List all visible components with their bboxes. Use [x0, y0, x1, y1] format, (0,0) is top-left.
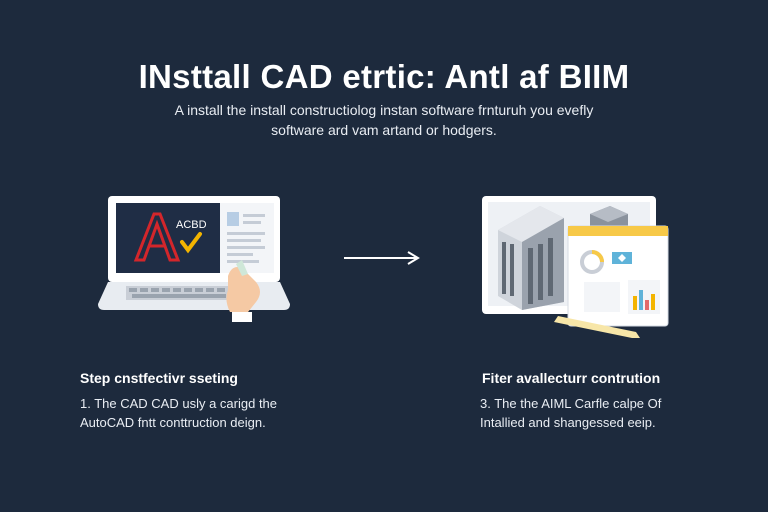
laptop-cad-illustration: ACBD — [98, 196, 290, 322]
cad-logo-icon — [133, 212, 181, 262]
checkmark-icon — [180, 232, 202, 254]
subtitle-line-2: software ard vam artand or hodgers. — [271, 122, 497, 138]
step-left-title: Step cnstfectivr sseting — [80, 370, 238, 386]
step-left-line-2: AutoCAD fntt conttruction deign. — [80, 415, 266, 430]
step-right-description: 3. The the AIML Carfle calpe Of Intallie… — [480, 394, 661, 432]
pencil-icon — [554, 316, 640, 338]
step-right-line-2: Intallied and shangessed eeip. — [480, 415, 656, 430]
step-right-line-1: 3. The the AIML Carfle calpe Of — [480, 396, 662, 411]
dashboard-panel — [567, 225, 669, 327]
building-model-icon — [498, 206, 564, 310]
laptop-screen-label: ACBD — [176, 219, 207, 231]
step-left-description: 1. The CAD CAD usly a carigd the AutoCAD… — [80, 394, 277, 432]
step-right-title: Fiter avallecturr contrution — [482, 370, 661, 386]
bim-dashboard-illustration — [482, 196, 669, 338]
page-subtitle: A install the install constructiolog ins… — [140, 100, 628, 140]
subtitle-line-1: A install the install constructiolog ins… — [174, 102, 594, 118]
arrow-right-icon — [344, 251, 420, 265]
step-left-line-1: 1. The CAD CAD usly a carigd the — [80, 396, 278, 411]
page-title: INsttall CAD etrtic: Antl af BIIM — [138, 58, 630, 95]
hand-pointer-icon — [226, 260, 260, 322]
